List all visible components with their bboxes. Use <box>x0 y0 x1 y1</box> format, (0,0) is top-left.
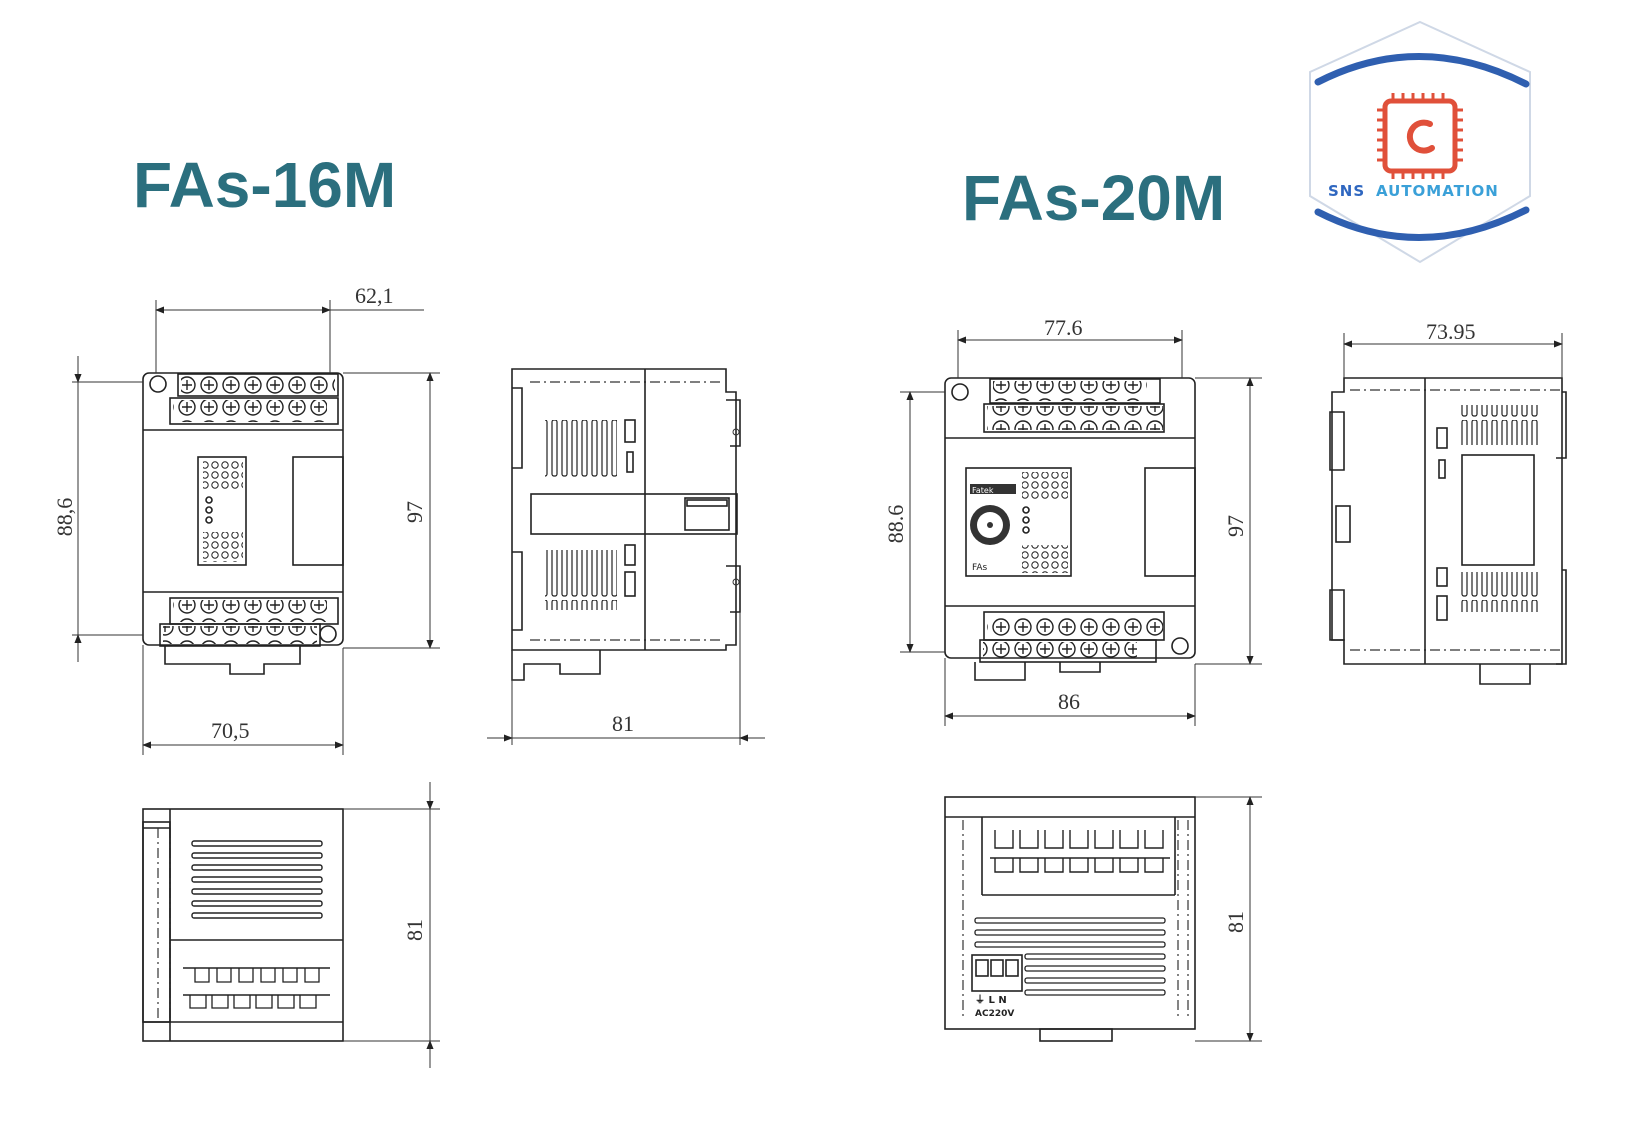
fas-16m-side-view <box>511 368 741 681</box>
dim-20m-front-left: 88.6 <box>883 505 908 544</box>
dim-16m-front-top: 62,1 <box>355 283 394 308</box>
terminal-labels: ⏚ L N <box>975 994 1007 1006</box>
dim-20m-front-bottom: 86 <box>1058 689 1080 714</box>
dim-16m-front-bottom: 70,5 <box>211 718 250 743</box>
fas-16m-front-view <box>142 372 344 675</box>
fas-20m-bottom-view: ⏚ L N AC220V <box>944 796 1196 1042</box>
dim-20m-front-top: 77.6 <box>1044 315 1083 340</box>
fas-16m-bottom-dimensions: 81 <box>343 782 440 1068</box>
sns-automation-logo: SNS AUTOMATION <box>1309 20 1531 264</box>
power-terminal-block: ⏚ L N AC220V <box>971 954 1023 1019</box>
fas-20m-bottom-dimensions: 81 <box>1195 796 1262 1042</box>
fas-16m-front-dimensions: 62,1 88,6 97 70,5 <box>52 283 440 755</box>
dim-16m-front-left: 88,6 <box>52 498 77 537</box>
dim-16m-side-bottom: 81 <box>612 711 634 736</box>
logo-brand-right: AUTOMATION <box>1376 182 1499 200</box>
fas-20m-front-view: Fatek FAs <box>944 377 1196 681</box>
fas-20m-side-view <box>1329 377 1567 685</box>
logo-brand-left: SNS <box>1328 182 1365 200</box>
chip-icon <box>1377 93 1463 179</box>
fas-20m-side-dimensions: 73.95 <box>1343 319 1563 378</box>
dim-16m-front-right: 97 <box>402 501 427 523</box>
fas-20m-front-dimensions: 77.6 88.6 97 86 <box>883 315 1262 726</box>
dim-20m-bottom-right: 81 <box>1223 911 1248 933</box>
brand-badge-plate <box>970 484 1016 494</box>
title-fas-16m: FAs-16M <box>133 149 396 221</box>
dim-20m-front-right: 97 <box>1223 515 1248 537</box>
dim-20m-side-top: 73.95 <box>1426 319 1476 344</box>
fas-16m-bottom-view <box>142 808 344 1042</box>
dim-16m-bottom-right: 81 <box>402 919 427 941</box>
power-label: AC220V <box>975 1009 1014 1019</box>
brand-badge-text: Fatek <box>972 486 994 495</box>
model-badge: FAs <box>972 563 988 573</box>
fas-16m-side-dimensions: 81 <box>487 612 765 745</box>
title-fas-20m: FAs-20M <box>962 162 1225 234</box>
